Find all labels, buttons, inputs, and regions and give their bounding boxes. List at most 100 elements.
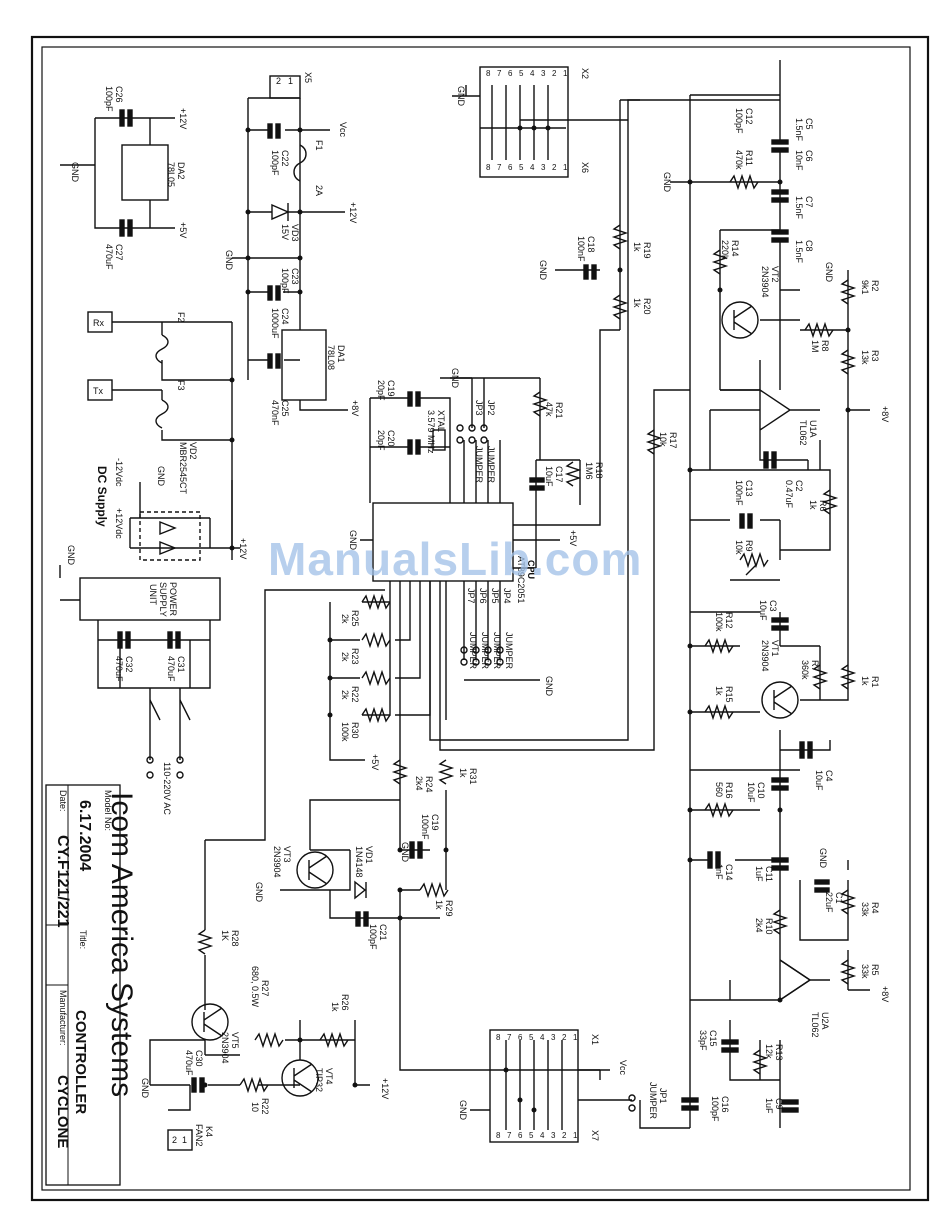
value-r7: 360k (800, 660, 810, 680)
x1-pin-6: 6 (518, 1033, 523, 1042)
watermark: ManualsLib.com (268, 533, 643, 585)
value-r23: 2k (340, 652, 350, 662)
label-c6: C6 (804, 150, 814, 162)
label-r24: R24 (424, 776, 434, 793)
net-gnd-r11: GND (662, 172, 672, 193)
x7-pin-7: 7 (507, 1131, 512, 1140)
label-u2a: U2A (820, 1012, 830, 1030)
dc-plus-label: +12Vdc (114, 508, 124, 539)
date-value: 6.17.2004 (76, 800, 93, 871)
label-vt2: VT2 (770, 266, 780, 283)
value-r19: 1k (632, 242, 642, 252)
jumper-bot-2: JUMPER (480, 632, 490, 670)
net-gnd-da2: GND (70, 162, 80, 183)
label-u1a: U1A (808, 420, 818, 438)
model-label: Model No: (103, 790, 113, 831)
value-c5: 1.5nF (794, 118, 804, 142)
x1-pin-5: 5 (529, 1033, 534, 1042)
label-c17: C17 (554, 466, 564, 483)
value-c24: 1000uF (270, 308, 280, 339)
label-c9: C9 (774, 1098, 784, 1110)
x7-pin-8: 8 (496, 1131, 501, 1140)
model-value: CY.F121/221 (54, 835, 71, 928)
label-c19b: C19 (430, 814, 440, 831)
x5-pin-2: 2 (276, 76, 281, 86)
net-5v-cpu: +5V (568, 530, 578, 546)
jumper-jp1: JUMPER (648, 1082, 658, 1120)
label-x1: X1 (590, 1034, 600, 1045)
net-12v-vt4: +12V (380, 1078, 390, 1099)
net-gnd-x7: GND (458, 1100, 468, 1121)
jumper-top-1: JUMPER (474, 446, 484, 484)
manufacturer-label: Manufacturer: (58, 990, 68, 1046)
value-r17: 10k (658, 432, 668, 447)
manufacturer-value: CYCLONE (54, 1075, 71, 1148)
value-c23: 100pF (280, 268, 290, 294)
value-c11: 1uF (754, 866, 764, 882)
value-da1: 78L08 (326, 345, 336, 370)
value-c26: 100pF (104, 86, 114, 112)
value-r29: 1k (434, 900, 444, 910)
label-c22: C22 (280, 150, 290, 167)
value-vd1: 1N4148 (354, 846, 364, 878)
k4-pin-2: 2 (172, 1135, 177, 1145)
label-jp3: JP3 (474, 400, 484, 416)
label-r18: R18 (594, 462, 604, 479)
value-c10: 10uF (746, 782, 756, 803)
label-f3: F3 (176, 380, 186, 391)
net-gnd-psu: GND (66, 545, 76, 566)
value-c32: 470uF (114, 656, 124, 682)
value-da2: 78L05 (166, 162, 176, 187)
value-r20: 1k (632, 298, 642, 308)
wires (59, 60, 870, 1143)
label-r28: R28 (230, 930, 240, 947)
label-c16: C16 (720, 1096, 730, 1113)
label-r30: R30 (350, 722, 360, 739)
psu-line1: POWER (168, 582, 178, 617)
value-c2: 0.47uF (784, 480, 794, 509)
x6-pin-3: 3 (541, 163, 546, 172)
label-c23: C23 (290, 268, 300, 285)
value-c3: 10uF (758, 600, 768, 621)
value-c13: 100nF (734, 480, 744, 506)
date-label: Date: (58, 790, 68, 812)
value-c8: 1.5nF (794, 240, 804, 264)
label-vd1: VD1 (364, 846, 374, 864)
label-f2: F2 (176, 312, 186, 323)
label-c26: C26 (114, 86, 124, 103)
rx-label: Rx (93, 318, 104, 328)
value-r16: 560 (714, 782, 724, 797)
value-r8: 1M (810, 340, 820, 353)
x6-pin-2: 2 (552, 163, 557, 172)
label-r1: R1 (870, 676, 880, 688)
value-c22: 100pF (270, 150, 280, 176)
label-r17: R17 (668, 432, 678, 449)
label-jp7: JP7 (466, 588, 476, 604)
x7-pin-4: 4 (540, 1131, 545, 1140)
label-c4: C4 (824, 770, 834, 782)
x1-pin-1: 1 (573, 1033, 578, 1042)
label-c27: C27 (114, 244, 124, 261)
x5-pin-1: 1 (288, 76, 293, 86)
value-r26: 1k (330, 1002, 340, 1012)
net-gnd-jumpers: GND (544, 676, 554, 697)
label-r16: R16 (724, 782, 734, 799)
label-x7: X7 (590, 1130, 600, 1141)
label-c25: C25 (280, 400, 290, 417)
value-u1a: TL062 (798, 420, 808, 446)
net-vcc-x1: Vcc (618, 1060, 628, 1076)
value-c12: 100pF (734, 108, 744, 134)
value-r30: 100k (340, 722, 350, 742)
x1-pin-3: 3 (551, 1033, 556, 1042)
x6-pin-1: 1 (563, 163, 568, 172)
value-r4: 33k (860, 902, 870, 917)
x2-pin-4: 4 (530, 69, 535, 78)
label-da2: DA2 (176, 162, 186, 180)
value-c15: 33pF (698, 1030, 708, 1051)
value-vt4: TIP32 (314, 1068, 324, 1092)
ac-input-label: 110-220V AC (162, 762, 172, 815)
label-jp2: JP2 (486, 400, 496, 416)
value-c9: 1uF (764, 1098, 774, 1114)
net-gnd-c19b: GND (400, 842, 410, 863)
value-c14: 1nF (714, 864, 724, 880)
